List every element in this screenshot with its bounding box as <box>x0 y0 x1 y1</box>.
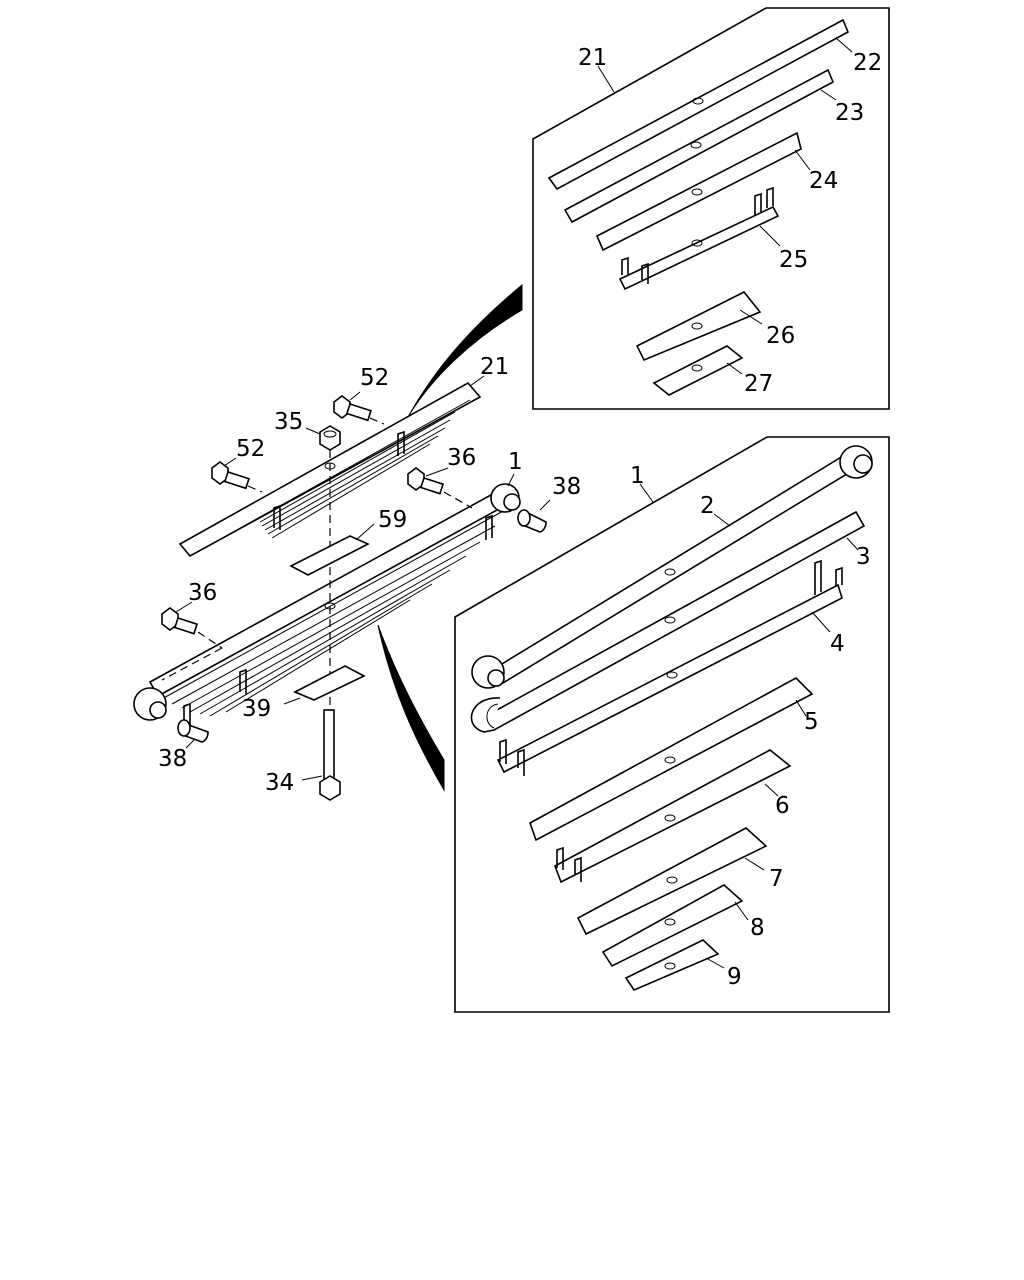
leaf-7 <box>576 827 768 936</box>
callout-34: 34 <box>265 770 294 796</box>
callout-39: 39 <box>242 696 271 722</box>
callout-27: 27 <box>744 371 773 397</box>
callout-52-lower: 52 <box>236 436 265 462</box>
leaf-4-with-clips <box>496 559 843 776</box>
callout-38-left: 38 <box>158 746 187 772</box>
bushing-38-left <box>177 719 209 743</box>
callout-5: 5 <box>804 709 819 735</box>
bolt-52-lower <box>211 461 263 493</box>
callout-23: 23 <box>835 100 864 126</box>
callout-1-assembly: 1 <box>508 449 523 475</box>
callout-4: 4 <box>830 631 845 657</box>
callout-52-upper: 52 <box>360 365 389 391</box>
callout-36-left: 36 <box>188 580 217 606</box>
callout-9: 9 <box>727 964 742 990</box>
callout-22: 22 <box>853 50 882 76</box>
leaf-2-with-eyes <box>471 445 873 689</box>
leaf-24 <box>595 131 802 252</box>
bolt-52-upper <box>333 395 385 425</box>
callout-labels: 21 22 23 24 25 26 27 52 21 35 52 36 1 38… <box>158 45 882 990</box>
callout-2: 2 <box>700 493 715 519</box>
leaf-8 <box>601 884 744 968</box>
main-spring-exploded-box <box>454 436 890 1013</box>
callout-26: 26 <box>766 323 795 349</box>
leaf-26 <box>635 290 762 362</box>
callout-21-box: 21 <box>578 45 607 71</box>
centre-bolt-34 <box>319 709 341 801</box>
callout-38-right: 38 <box>552 474 581 500</box>
leaf-25-with-clips <box>618 186 780 291</box>
nut-35 <box>319 425 341 451</box>
spacer-plate-59 <box>289 535 370 576</box>
bushing-38-right <box>517 509 547 533</box>
assembly-leader-lines <box>175 375 551 781</box>
leaf-27 <box>652 345 744 396</box>
callout-wedge-upper <box>407 283 523 418</box>
leaf-23 <box>563 68 835 224</box>
main-spring-assembly <box>133 483 521 728</box>
callout-6: 6 <box>775 793 790 819</box>
callout-24: 24 <box>809 168 838 194</box>
leaf-9 <box>624 939 720 991</box>
callout-8: 8 <box>750 915 765 941</box>
callout-25: 25 <box>779 247 808 273</box>
leaf-3-with-wrapped-eye <box>470 510 866 733</box>
leaf-22 <box>547 18 850 191</box>
callout-36-right: 36 <box>447 445 476 471</box>
bolt-36-right <box>407 467 473 509</box>
helper-spring-exploded-box <box>532 7 890 410</box>
callout-59: 59 <box>378 507 407 533</box>
bolt-36-left <box>161 607 223 681</box>
callout-1-box: 1 <box>630 463 645 489</box>
callout-35: 35 <box>274 409 303 435</box>
callout-wedge-lower <box>377 624 445 792</box>
leaf-5 <box>529 677 814 842</box>
leaf-6-with-clips <box>554 749 792 884</box>
callout-21-assembly: 21 <box>480 354 509 380</box>
spacer-plate-39 <box>293 665 366 701</box>
callout-7: 7 <box>769 866 784 892</box>
callout-3: 3 <box>856 544 871 570</box>
